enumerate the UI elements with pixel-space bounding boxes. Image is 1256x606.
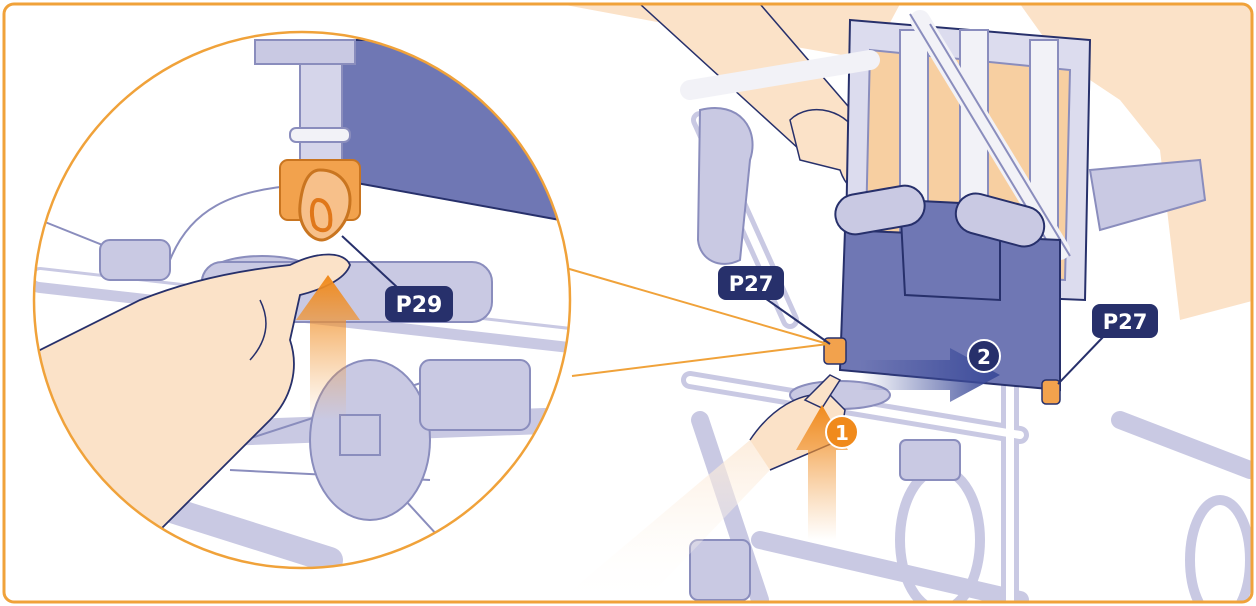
label-p29: P29	[385, 286, 453, 322]
svg-text:1: 1	[835, 421, 849, 445]
label-p27-left: P27	[718, 266, 784, 300]
label-p27-right: P27	[1092, 304, 1158, 338]
step-one-badge: 1	[826, 416, 858, 448]
svg-text:P27: P27	[1103, 310, 1148, 334]
step-two-badge: 2	[968, 340, 1000, 372]
svg-text:P27: P27	[729, 272, 774, 296]
zoom-detail-circle	[20, 32, 570, 568]
svg-text:2: 2	[977, 345, 991, 369]
svg-text:P29: P29	[396, 293, 443, 318]
